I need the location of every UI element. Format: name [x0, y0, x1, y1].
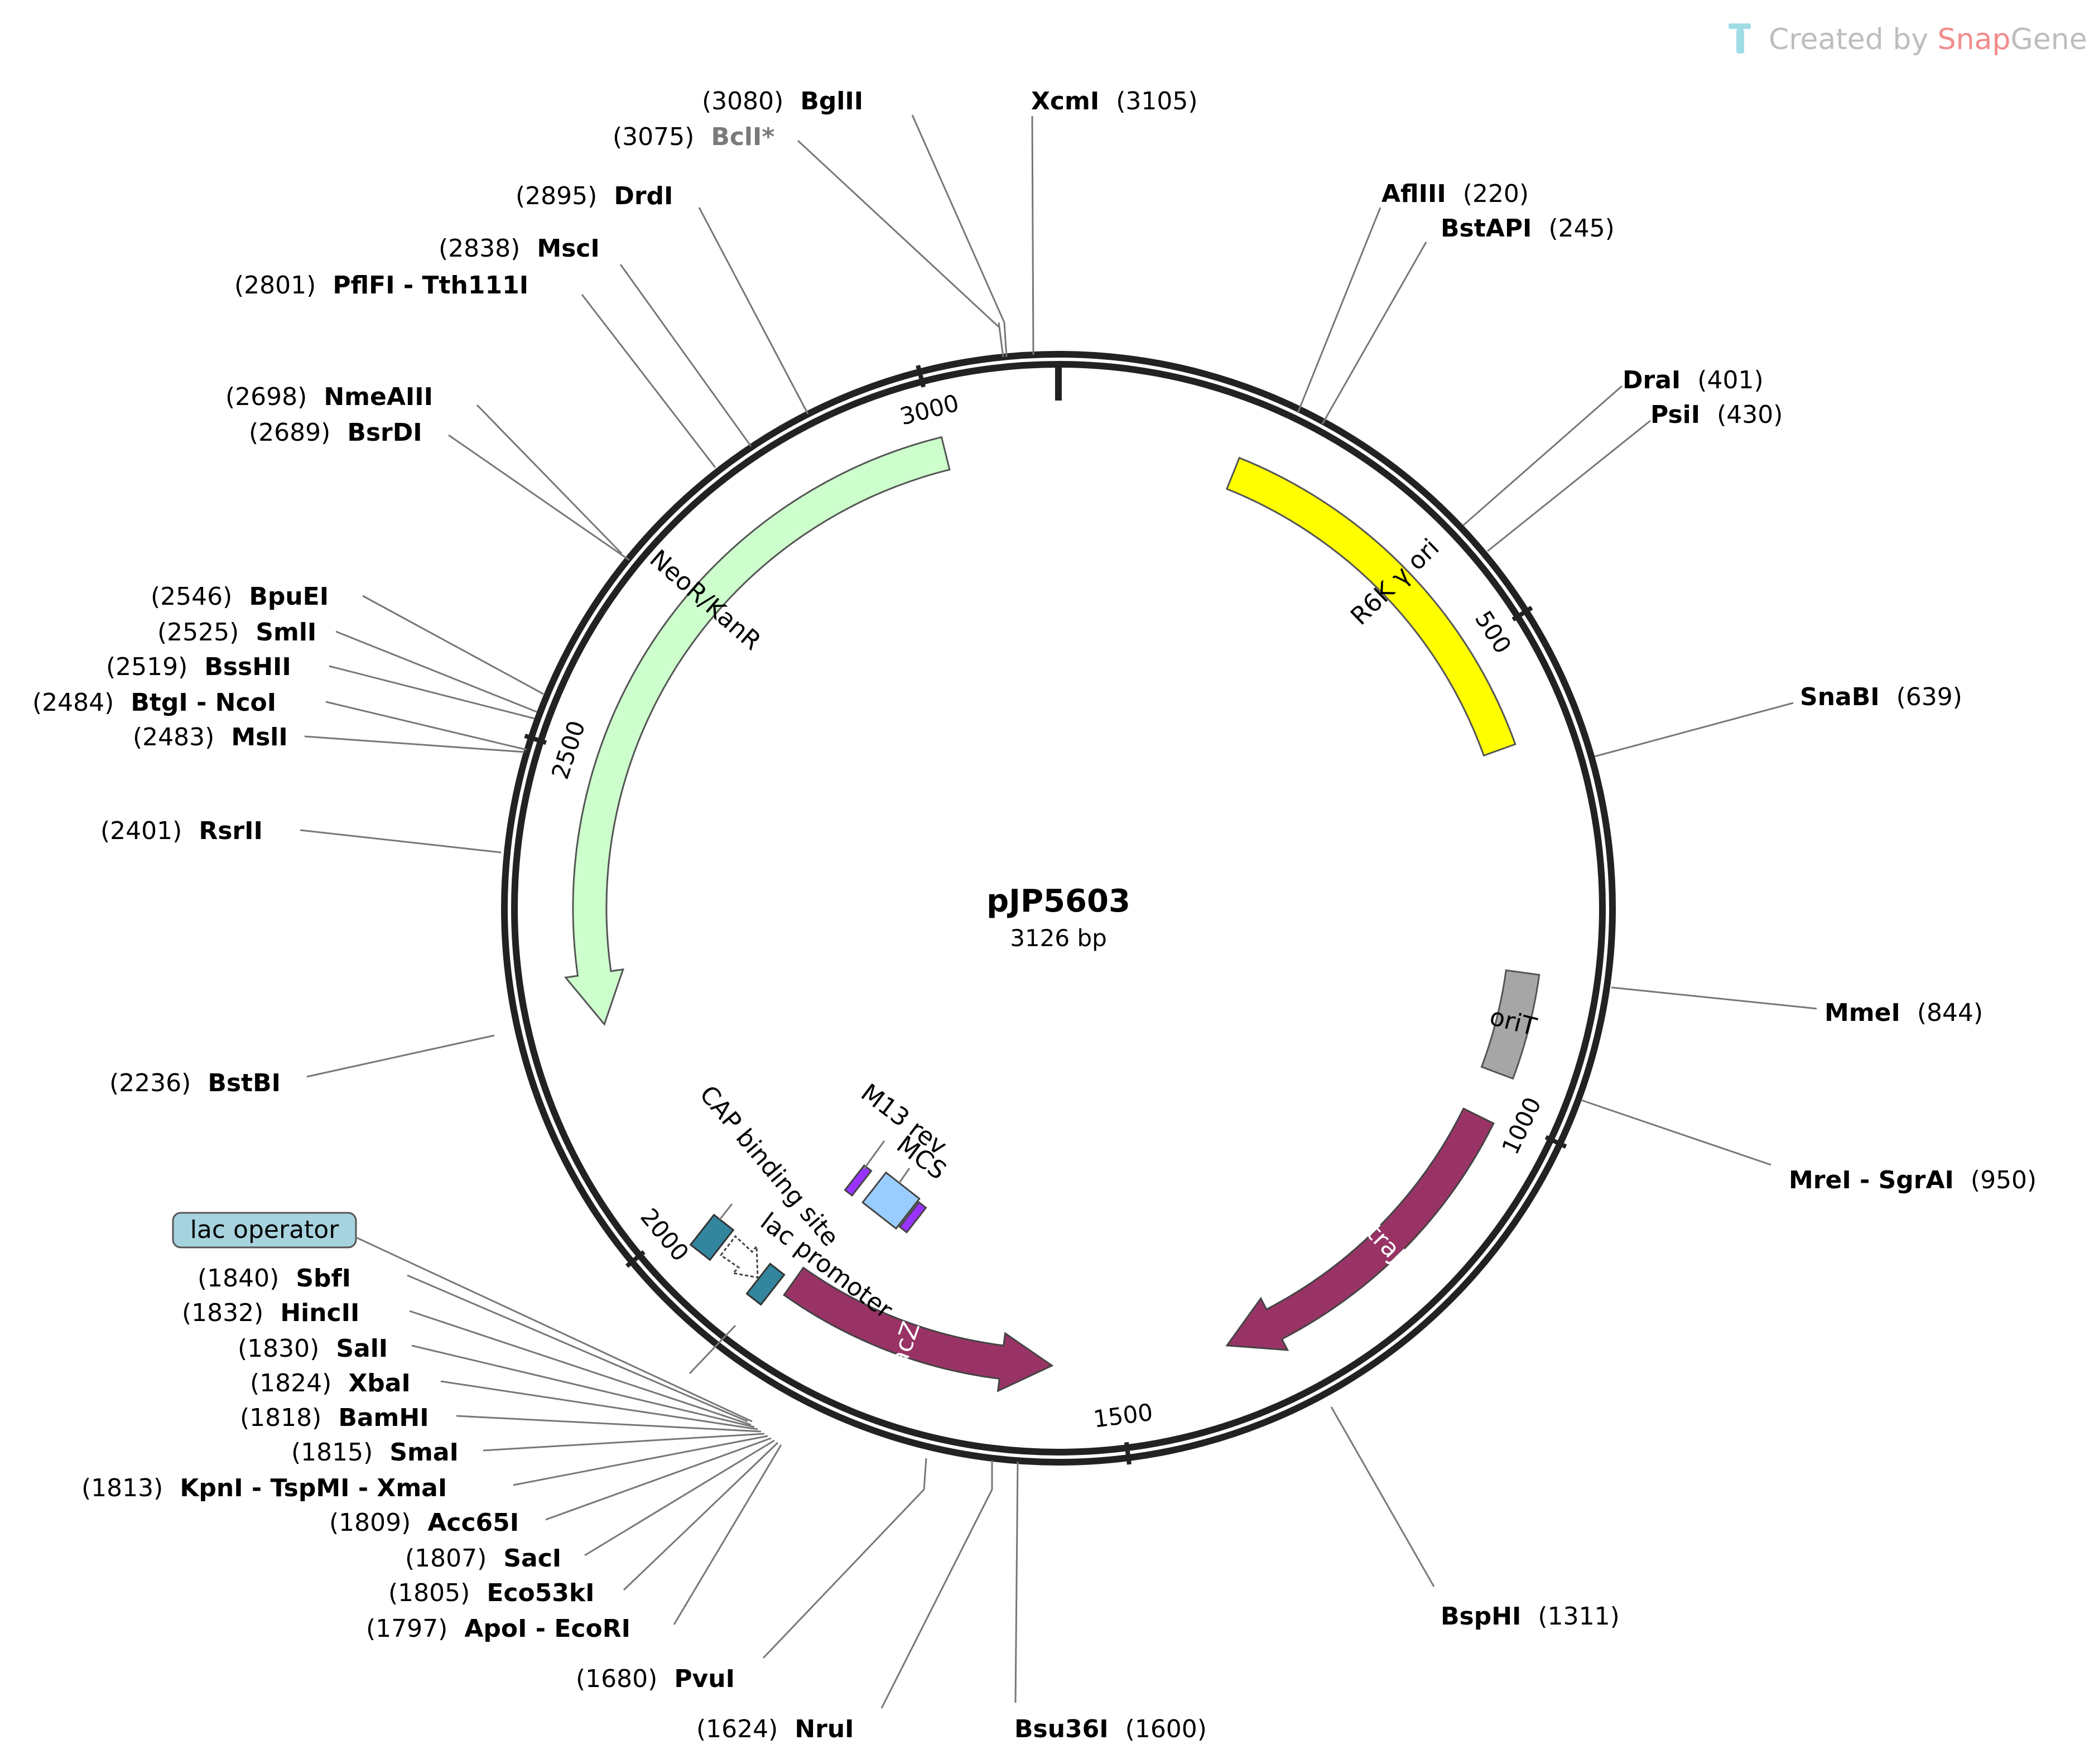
- site-XbaI[interactable]: (1824) XbaI: [250, 1369, 411, 1397]
- site-SacI[interactable]: (1807) SacI: [405, 1544, 561, 1573]
- site-Eco53kI[interactable]: (1805) Eco53kI: [388, 1579, 595, 1607]
- lac-operator-badge: [172, 1212, 357, 1249]
- site-BstAPI[interactable]: BstAPI (245): [1441, 214, 1615, 243]
- site-XcmI[interactable]: XcmI (3105): [1031, 87, 1198, 115]
- feature-NeoR-KanR[interactable]: NeoR/KanR: [564, 436, 951, 1026]
- watermark-brand-snap: Snap: [1938, 23, 2011, 56]
- bp-tick-2000: [625, 1250, 646, 1268]
- bp-tick-3000: [916, 365, 926, 388]
- watermark-brand-gene: Gene: [2010, 23, 2087, 56]
- feature-lac-operator[interactable]: lac operator: [172, 1212, 753, 1423]
- bp-tick-label-1000: 1000: [1496, 1093, 1547, 1159]
- site-AflIII[interactable]: AflIII (220): [1381, 180, 1529, 208]
- site-SmaI[interactable]: (1815) SmaI: [291, 1438, 459, 1467]
- site-Bsu36I[interactable]: Bsu36I (1600): [1014, 1715, 1207, 1743]
- site-BssHII[interactable]: (2519) BssHII: [106, 653, 291, 681]
- feature-lacZ-alpha[interactable]: lacZα: [783, 1266, 1054, 1392]
- bp-tick-label-2500: 2500: [546, 717, 590, 783]
- site-MreI-SgrAI[interactable]: MreI - SgrAI (950): [1789, 1166, 2037, 1194]
- site-BspHI[interactable]: BspHI (1311): [1441, 1602, 1620, 1631]
- plasmid-name: pJP5603: [986, 883, 1130, 919]
- restriction-sites: (3080) BglII (3075) BclI* XcmI (3105) (2…: [32, 87, 2037, 1743]
- bp-tick-1000: [1544, 1135, 1567, 1149]
- site-PvuI[interactable]: (1680) PvuI: [576, 1665, 735, 1693]
- site-BstBI[interactable]: (2236) BstBI: [109, 1069, 281, 1097]
- site-PsiI[interactable]: PsiI (430): [1650, 401, 1783, 429]
- backbone-inner: [511, 361, 1606, 1455]
- bp-tick-label-500: 500: [1470, 606, 1517, 658]
- site-DrdI[interactable]: (2895) DrdI: [516, 182, 673, 210]
- site-MslI[interactable]: (2483) MslI: [133, 723, 288, 751]
- site-HincII[interactable]: (1832) HincII: [182, 1299, 359, 1327]
- bp-tick-2500: [524, 734, 547, 745]
- site-RsrII[interactable]: (2401) RsrII: [100, 817, 263, 845]
- site-SbfI[interactable]: (1840) SbfI: [198, 1264, 351, 1293]
- site-Acc65I[interactable]: (1809) Acc65I: [329, 1508, 519, 1537]
- site-MmeI[interactable]: MmeI (844): [1824, 999, 1983, 1027]
- site-BpuEI[interactable]: (2546) BpuEI: [151, 582, 329, 611]
- watermark-prefix: Created by: [1769, 23, 1938, 56]
- site-BamHI[interactable]: (1818) BamHI: [240, 1404, 429, 1432]
- site-SnaBI[interactable]: SnaBI (639): [1800, 683, 1962, 711]
- snapgene-logo-icon-stem: [1736, 29, 1744, 54]
- site-BglII[interactable]: (3080) BglII: [702, 87, 863, 115]
- site-NmeAIII[interactable]: (2698) NmeAIII: [225, 383, 433, 411]
- feature-label-lac-operator: lac operator: [190, 1216, 340, 1244]
- site-ApoI-EcoRI[interactable]: (1797) ApoI - EcoRI: [366, 1614, 630, 1643]
- site-SmlI[interactable]: (2525) SmlI: [157, 618, 316, 647]
- bp-tick-label-3000: 3000: [897, 389, 962, 430]
- feature-oriT[interactable]: oriT: [1480, 969, 1540, 1080]
- bp-tick-1500: [1124, 1442, 1132, 1465]
- site-BsrDI[interactable]: (2689) BsrDI: [249, 418, 422, 447]
- bp-tick-500: [1511, 605, 1533, 622]
- site-MscI[interactable]: (2838) MscI: [439, 234, 600, 263]
- site-leader-lines: [300, 114, 1817, 1709]
- site-NruI[interactable]: (1624) NruI: [696, 1715, 854, 1743]
- plasmid-length: 3126 bp: [1010, 924, 1107, 952]
- svg-text:Created by SnapGene: Created by SnapGene: [1769, 23, 2087, 56]
- feature-traJ[interactable]: traJ: [1225, 1107, 1495, 1351]
- snapgene-logo-icon: [1729, 23, 1751, 29]
- bp-tick-label-1500: 1500: [1092, 1399, 1154, 1433]
- snapgene-watermark: Created by SnapGene: [1729, 23, 2087, 56]
- site-SalI[interactable]: (1830) SalI: [238, 1334, 388, 1363]
- site-BtgI-NcoI[interactable]: (2484) BtgI - NcoI: [32, 688, 276, 717]
- site-BclI[interactable]: (3075) BclI*: [613, 123, 774, 151]
- site-PflFI-Tth111I[interactable]: (2801) PflFI - Tth111I: [234, 271, 528, 300]
- feature-R6K-ori[interactable]: R6K γ ori: [1225, 456, 1517, 757]
- backbone-outer: [501, 351, 1616, 1466]
- site-KpnI-TspMI-XmaI[interactable]: (1813) KpnI - TspMI - XmaI: [81, 1474, 447, 1502]
- site-DraI[interactable]: DraI (401): [1623, 366, 1764, 394]
